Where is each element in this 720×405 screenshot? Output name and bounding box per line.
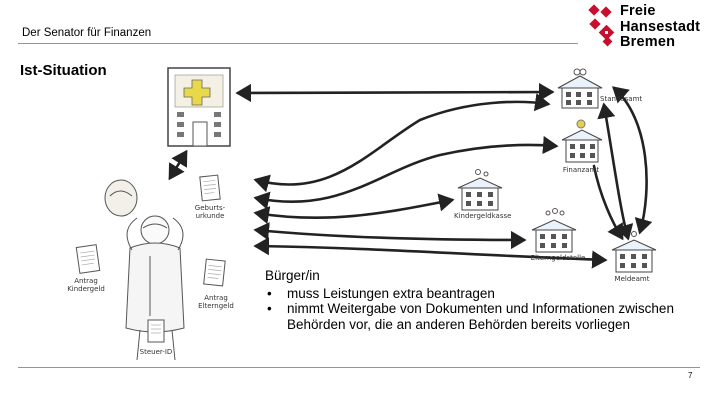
office-standesamt-icon bbox=[557, 68, 603, 109]
doc-label-antrag-elterngeld: Antrag Elterngeld bbox=[198, 294, 234, 310]
citizen-figure bbox=[104, 179, 185, 361]
slide-title: Ist-Situation bbox=[20, 62, 107, 79]
office-elterngeldstelle-icon bbox=[531, 208, 577, 253]
citizen-point: muss Leistungen extra beantragen bbox=[265, 286, 705, 302]
arrow-citizen-finanzamt bbox=[253, 135, 559, 210]
doc-label-antrag-kindergeld: Antrag Kindergeld bbox=[67, 277, 105, 293]
arrow-standesamt-meldeamt-right bbox=[612, 86, 653, 235]
citizen-description: Bürger/in muss Leistungen extra beantrag… bbox=[265, 268, 705, 332]
page-number: 7 bbox=[688, 371, 693, 380]
arrow-hospital-standesamt bbox=[235, 82, 555, 103]
document-steuer-id-icon bbox=[147, 319, 165, 343]
arrow-finanzamt-meldeamt bbox=[592, 164, 624, 241]
office-label-meldeamt: Meldeamt bbox=[614, 275, 650, 283]
logo-text: Freie Hansestadt Bremen bbox=[620, 3, 701, 51]
office-kindergeldkasse-icon bbox=[457, 169, 503, 211]
logo-line-2: Hansestadt bbox=[620, 18, 701, 35]
arrow-citizen-elterngeldstelle bbox=[253, 222, 527, 250]
office-label-finanzamt: Finanzamt bbox=[562, 166, 600, 174]
office-label-standesamt: Standesamt bbox=[600, 95, 643, 103]
header-divider bbox=[18, 43, 578, 44]
header-organization: Der Senator für Finanzen bbox=[22, 27, 152, 39]
arrow-citizen-meldeamt bbox=[253, 237, 608, 269]
bremen-key-icon bbox=[588, 4, 615, 47]
doc-label-steuer-id: Steuer-ID bbox=[139, 348, 173, 356]
arrow-citizen-kindergeldkasse bbox=[253, 193, 455, 225]
citizen-point: nimmt Weitergabe von Dokumenten und Info… bbox=[265, 301, 705, 332]
arrow-standesamt-meldeamt bbox=[597, 102, 634, 241]
doc-label-geburtsurkunde: Geburts- urkunde bbox=[194, 204, 226, 220]
logo-line-3: Bremen bbox=[620, 34, 676, 50]
footer-divider bbox=[18, 367, 700, 368]
document-antrag-elterngeld-icon bbox=[203, 258, 226, 287]
document-antrag-kindergeld-icon bbox=[75, 244, 101, 274]
logo-line-1: Freie bbox=[620, 3, 656, 19]
document-geburtsurkunde-icon bbox=[199, 174, 221, 202]
bremen-logo: Freie Hansestadt Bremen bbox=[584, 2, 718, 52]
hospital-icon bbox=[167, 67, 231, 147]
citizen-points: muss Leistungen extra beantragen nimmt W… bbox=[265, 286, 705, 333]
arrow-citizen-standesamt bbox=[253, 93, 551, 193]
office-meldeamt-icon bbox=[611, 231, 657, 273]
arrow-hospital-citizen bbox=[168, 149, 188, 181]
office-label-kindergeldkasse: Kindergeldkasse bbox=[454, 212, 512, 220]
citizen-title: Bürger/in bbox=[265, 268, 320, 283]
office-finanzamt-icon bbox=[561, 119, 603, 163]
office-label-elterngeldstelle: Elterngeldstelle bbox=[530, 254, 586, 262]
